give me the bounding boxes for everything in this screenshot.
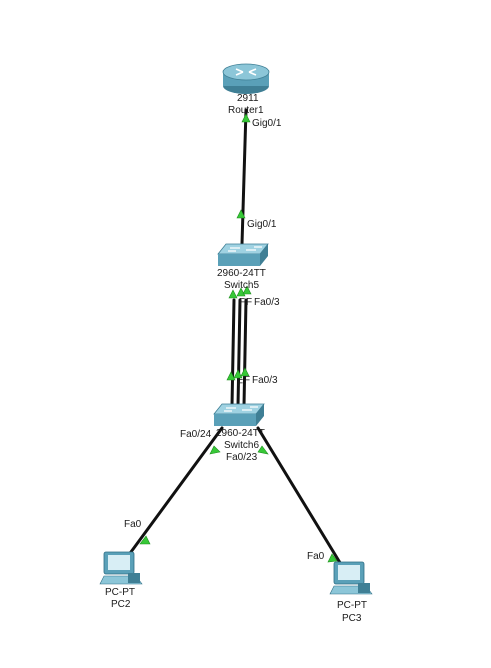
switch-icon[interactable] [217,243,269,266]
switch6-model-label: 2960-24TT [216,428,265,439]
link-up-indicator [233,369,243,379]
pc-icon[interactable] [329,561,373,595]
pc2-name-label: PC2 [111,599,131,610]
switch5-port-b-label: F [246,297,253,308]
pc2-model-label: PC-PT [105,587,135,598]
switch6-port-left-label: Fa0/24 [180,429,212,440]
router-model-label: 2911 [237,93,259,104]
router-name-label: Router1 [228,105,264,116]
switch5-name-label: Switch5 [224,280,260,291]
pc-icon[interactable] [99,551,143,585]
switch6-name-label: Switch6 [224,440,260,451]
cable-switch6-pc3[interactable] [256,426,344,568]
switch5-port-c-label: Fa0/3 [254,297,280,308]
switch6-port-b-label: F [244,375,251,386]
link-up-indicator [139,535,151,545]
pc3-name-label: PC3 [342,613,362,624]
switch5-port-a-label: F [239,297,246,308]
router-icon[interactable] [222,63,270,94]
cable-trunk-2[interactable] [236,298,242,408]
cable-switch6-pc2[interactable] [126,426,224,558]
link-up-indicator [236,209,246,219]
switch6-port-c-label: Fa0/3 [252,375,278,386]
link-up-indicator [209,445,221,455]
link-up-indicator [242,285,252,295]
cable-trunk-3[interactable] [242,298,248,408]
link-up-indicator [257,445,269,455]
link-up-indicator [240,367,250,377]
link-up-indicator [228,289,238,299]
cable-trunk-1[interactable] [230,298,236,408]
switch6-port-a-label: F [237,378,244,389]
pc2-port-label: Fa0 [124,519,142,530]
cable-router-switch5[interactable] [240,108,248,246]
switch6-port-right-label: Fa0/23 [226,452,258,463]
switch5-uplink-port-label: Gig0/1 [247,219,277,230]
pc3-model-label: PC-PT [337,600,367,611]
switch-icon[interactable] [213,403,265,426]
pc3-port-label: Fa0 [307,551,325,562]
router-port-label: Gig0/1 [252,118,282,129]
link-up-indicator [327,553,338,563]
link-up-indicator [226,371,236,381]
switch5-model-label: 2960-24TT [217,268,266,279]
link-up-indicator [241,113,251,123]
